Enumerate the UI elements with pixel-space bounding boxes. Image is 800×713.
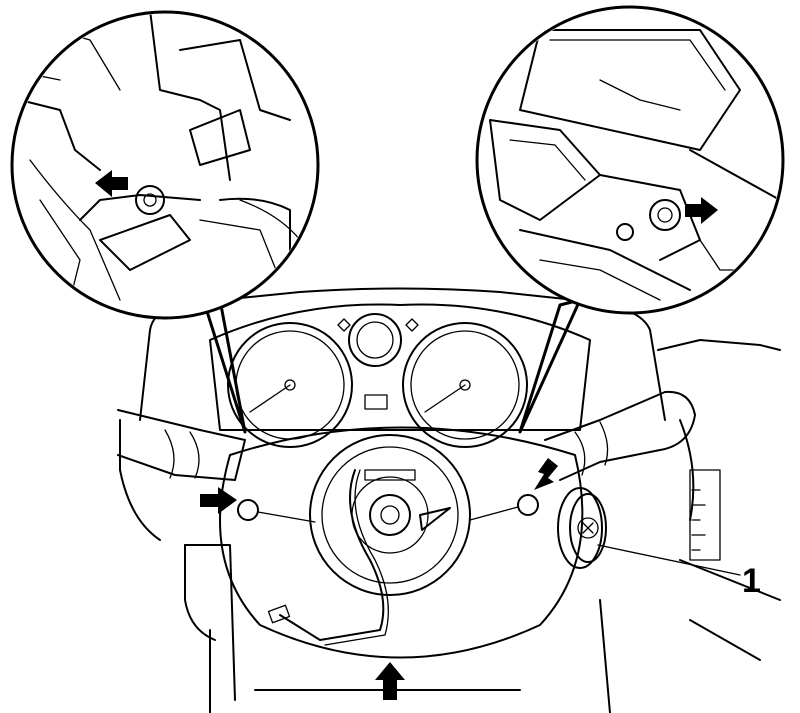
arrow-right-screw [534, 458, 558, 490]
arrow-right-detail [685, 197, 718, 224]
left-screw-hole [237, 499, 259, 521]
arrow-left-detail [95, 170, 128, 197]
left-detail-view [10, 10, 320, 434]
instrument-cluster [209, 303, 591, 448]
right-detail-view [475, 5, 785, 434]
left-stalk [117, 409, 246, 481]
clock-spring [309, 434, 471, 596]
callout-1-leader [597, 544, 741, 576]
steering-shroud [219, 426, 584, 659]
wire-harness [279, 469, 385, 641]
center-gauge [348, 313, 402, 367]
left-gauge [227, 322, 353, 448]
ignition-lock [557, 487, 607, 569]
callout-1-label: 1 [742, 562, 761, 600]
arrow-left-screw [200, 487, 237, 514]
right-screw-hole [517, 494, 539, 516]
right-gauge [402, 322, 528, 448]
arrow-bottom [375, 662, 405, 700]
lower-column [184, 544, 611, 713]
right-stalk [544, 390, 696, 481]
dashboard-outline [119, 287, 781, 661]
